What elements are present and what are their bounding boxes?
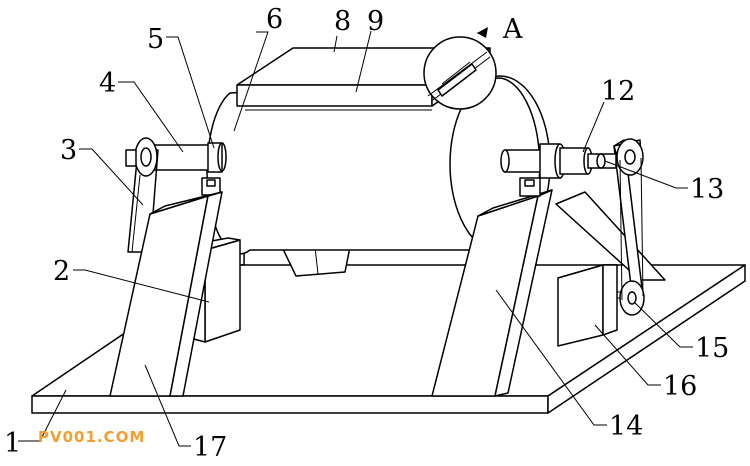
label-5: 5 <box>147 24 164 55</box>
label-9: 9 <box>367 6 384 37</box>
label-8: 8 <box>334 6 351 37</box>
label-4: 4 <box>99 68 116 99</box>
watermark: PV001.COM <box>38 428 145 446</box>
detail-arrow <box>477 27 488 38</box>
left-front-leg <box>109 191 223 397</box>
label-2: 2 <box>53 256 70 287</box>
leader-lines <box>18 30 693 447</box>
detail-circle-a <box>423 36 497 110</box>
left-belt-drive <box>125 137 159 253</box>
label-12: 12 <box>601 76 635 107</box>
label-6: 6 <box>266 4 283 35</box>
label-15: 15 <box>695 333 729 364</box>
right-shaft <box>500 143 617 179</box>
right-bearing-block <box>519 177 541 197</box>
label-a: A <box>502 14 523 45</box>
label-3: 3 <box>60 135 77 166</box>
label-1: 1 <box>4 428 21 459</box>
right-motor-box <box>557 264 628 347</box>
label-17: 17 <box>193 432 227 463</box>
label-16: 16 <box>663 371 697 402</box>
label-14: 14 <box>609 411 643 442</box>
part-labels: 1 2 3 4 5 6 8 9 A 12 13 15 16 14 17 <box>4 4 729 463</box>
label-13: 13 <box>690 174 724 205</box>
